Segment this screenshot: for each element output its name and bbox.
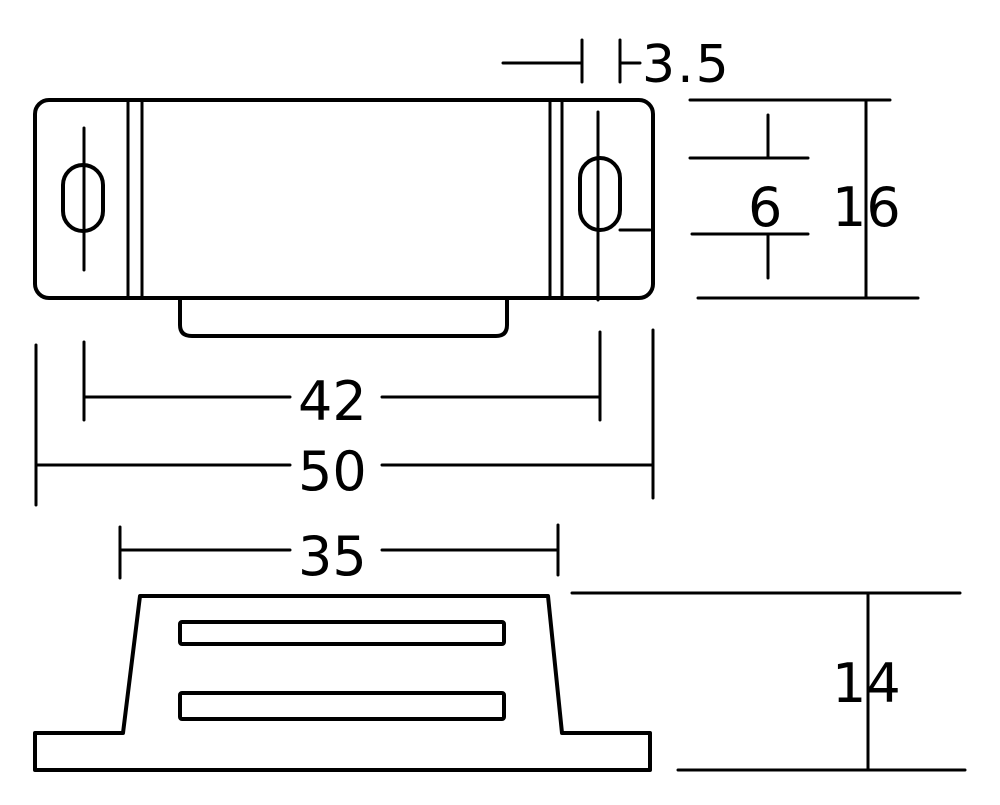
top-view: [33, 98, 655, 338]
right-slot-hole: [578, 156, 622, 232]
bottom-tab: [178, 300, 509, 338]
hole-spacing-label: 42: [298, 370, 367, 433]
overall-length-label: 50: [298, 440, 367, 503]
body-outline: [33, 98, 655, 300]
dimension-gap: 3.5: [501, 35, 731, 95]
dimension-slot-height: 6: [688, 113, 810, 280]
side-profile: [33, 594, 652, 772]
gap-label: 3.5: [642, 35, 731, 95]
dimension-top-width: 35: [118, 523, 560, 588]
lower-groove: [178, 691, 506, 721]
side-height-label: 14: [832, 652, 901, 715]
dimension-side-height: 14: [570, 591, 967, 772]
dimension-overall-length: 50: [34, 328, 655, 507]
side-view: [33, 594, 652, 772]
top-width-label: 35: [298, 525, 367, 588]
body-height-label: 16: [832, 176, 901, 239]
slot-height-label: 6: [748, 176, 782, 239]
upper-groove: [178, 620, 506, 646]
dimension-hole-spacing: 42: [82, 330, 602, 433]
dimension-body-height: 16: [688, 98, 920, 300]
